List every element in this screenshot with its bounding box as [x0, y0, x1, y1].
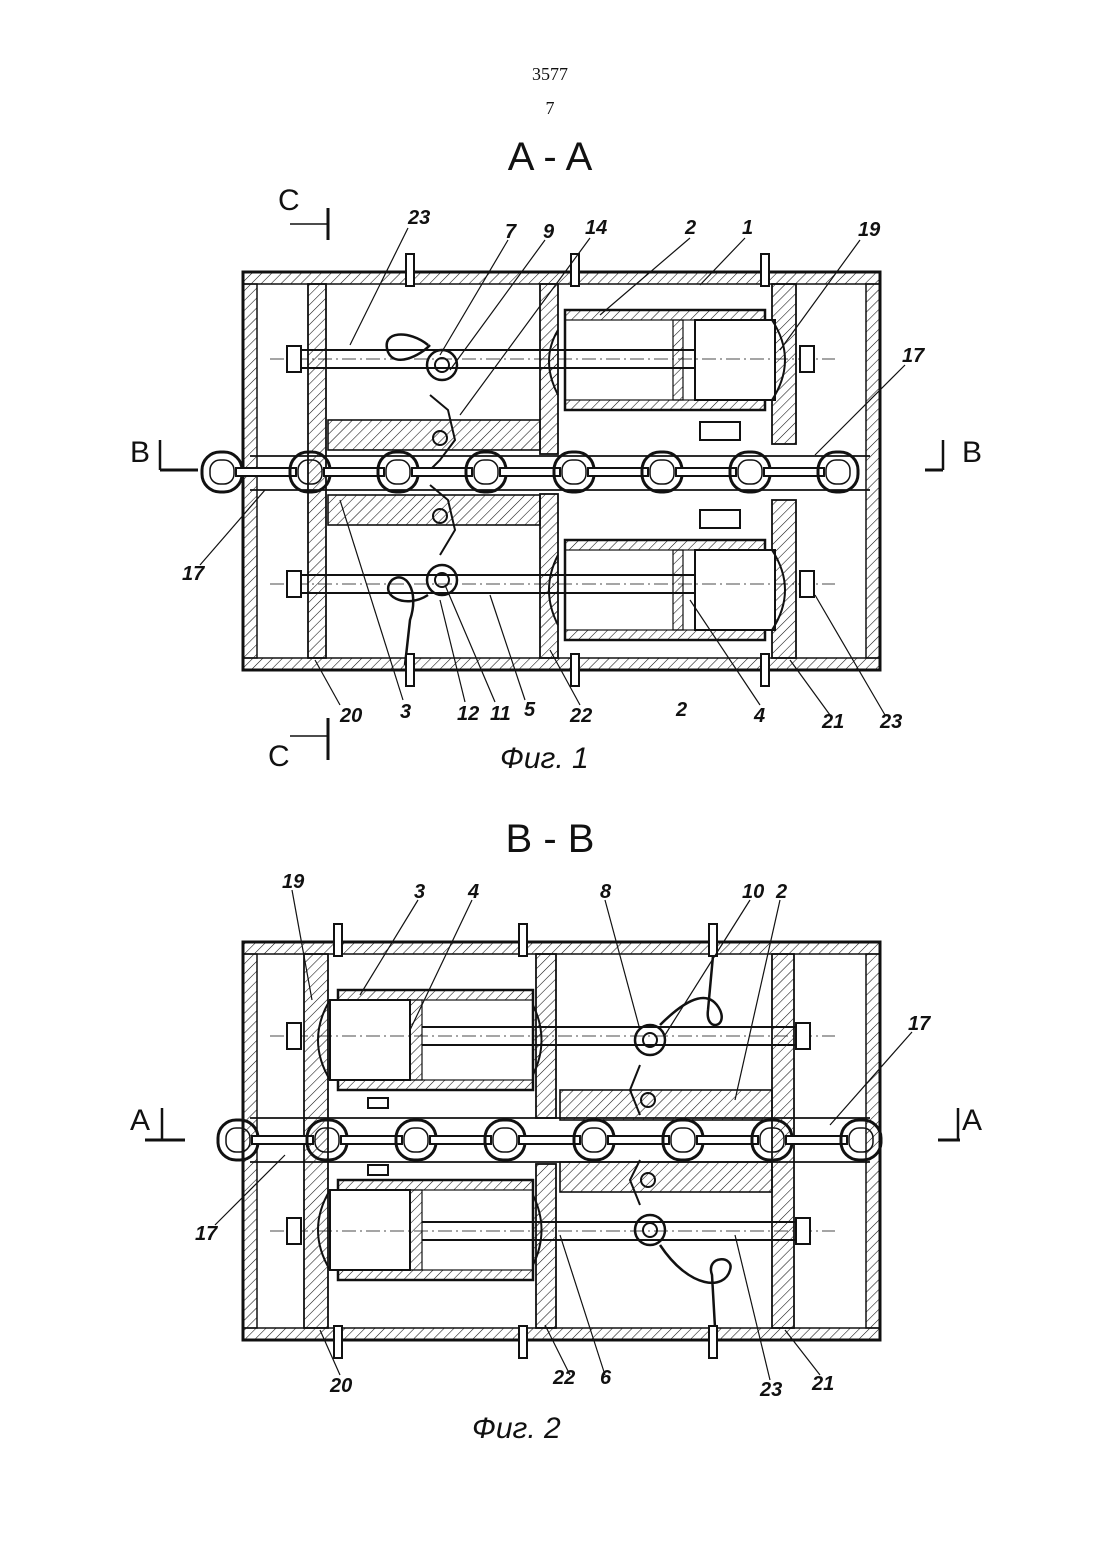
chain-link-inner: [826, 460, 850, 484]
section-label-b-right: B: [962, 436, 982, 469]
chain-link-side: [697, 1136, 758, 1144]
guide-block: [700, 422, 740, 440]
cylinder-2-lower: [549, 540, 785, 640]
chain-link-side: [786, 1136, 847, 1144]
chain-link-inner: [493, 1128, 517, 1152]
callout-10: 10: [742, 881, 764, 903]
callout-2: 2: [684, 217, 696, 239]
chain-link-side: [252, 1136, 313, 1144]
chain-link-side: [608, 1136, 669, 1144]
chain-link-inner: [386, 460, 410, 484]
guide-block: [368, 1098, 388, 1108]
callout-23: 23: [759, 1379, 782, 1401]
figure-2-section-title: B - B: [506, 817, 595, 861]
figure-2: B - B: [130, 817, 982, 1445]
callout-22: 22: [552, 1367, 575, 1389]
chain-link-side: [236, 468, 296, 476]
section-label-c-top: C: [278, 184, 300, 217]
callout-6: 6: [600, 1367, 612, 1389]
callout-22: 22: [569, 705, 592, 727]
callout-3: 3: [400, 701, 411, 723]
callout-4: 4: [753, 705, 765, 727]
chain-link-side: [676, 468, 736, 476]
section-label-b-left: B: [130, 436, 150, 469]
callout-17: 17: [195, 1223, 218, 1245]
callout-17: 17: [902, 345, 925, 367]
callout-17: 17: [182, 563, 205, 585]
callout-12: 12: [457, 703, 479, 725]
chain-link-side: [588, 468, 648, 476]
chain-link-side: [412, 468, 472, 476]
callout-3: 3: [414, 881, 425, 903]
chain-link-side: [430, 1136, 491, 1144]
callout-19: 19: [858, 219, 881, 241]
callout-8: 8: [600, 881, 612, 903]
chain-link-side: [500, 468, 560, 476]
chain-link-side: [324, 468, 384, 476]
callout-17: 17: [908, 1013, 931, 1035]
chain-link-inner: [582, 1128, 606, 1152]
chain-link-side: [341, 1136, 402, 1144]
chain: [202, 452, 858, 492]
figure-2-caption: Фиг. 2: [472, 1412, 561, 1445]
section-label-c-bottom: C: [268, 740, 290, 773]
callout-2: 2: [675, 699, 687, 721]
callout-4: 4: [467, 881, 479, 903]
callout-2: 2: [775, 881, 787, 903]
callout-20: 20: [329, 1375, 352, 1397]
callout-20: 20: [339, 705, 362, 727]
chain-link-inner: [738, 460, 762, 484]
figure-1-section-title: A - A: [508, 135, 593, 179]
chain-link-inner: [210, 460, 234, 484]
callout-23: 23: [407, 207, 430, 229]
callout-7: 7: [505, 221, 517, 243]
callout-5: 5: [524, 699, 536, 721]
callout-19: 19: [282, 871, 305, 893]
callout-21: 21: [811, 1373, 834, 1395]
callout-1: 1: [742, 217, 753, 239]
callout-11: 11: [490, 703, 511, 725]
callout-14: 14: [585, 217, 607, 239]
section-label-a-right: A: [962, 1104, 982, 1137]
callout-23: 23: [879, 711, 902, 733]
guide-block: [368, 1165, 388, 1175]
figure-1-caption: Фиг. 1: [500, 742, 589, 775]
cylinder-2-upper: [549, 310, 785, 410]
callout-21: 21: [821, 711, 844, 733]
figure-1: A - A: [130, 135, 982, 775]
chain-link-side: [519, 1136, 580, 1144]
chain-link-side: [764, 468, 824, 476]
chain-link-inner: [474, 460, 498, 484]
guide-block: [700, 510, 740, 528]
cylinder-3-upper: [318, 990, 542, 1090]
chain-link-inner: [404, 1128, 428, 1152]
cylinder-3-lower: [318, 1180, 542, 1280]
callout-9: 9: [543, 221, 555, 243]
section-label-a-left: A: [130, 1104, 150, 1137]
chain-link-inner: [671, 1128, 695, 1152]
chain-link-inner: [562, 460, 586, 484]
chain-link-inner: [650, 460, 674, 484]
